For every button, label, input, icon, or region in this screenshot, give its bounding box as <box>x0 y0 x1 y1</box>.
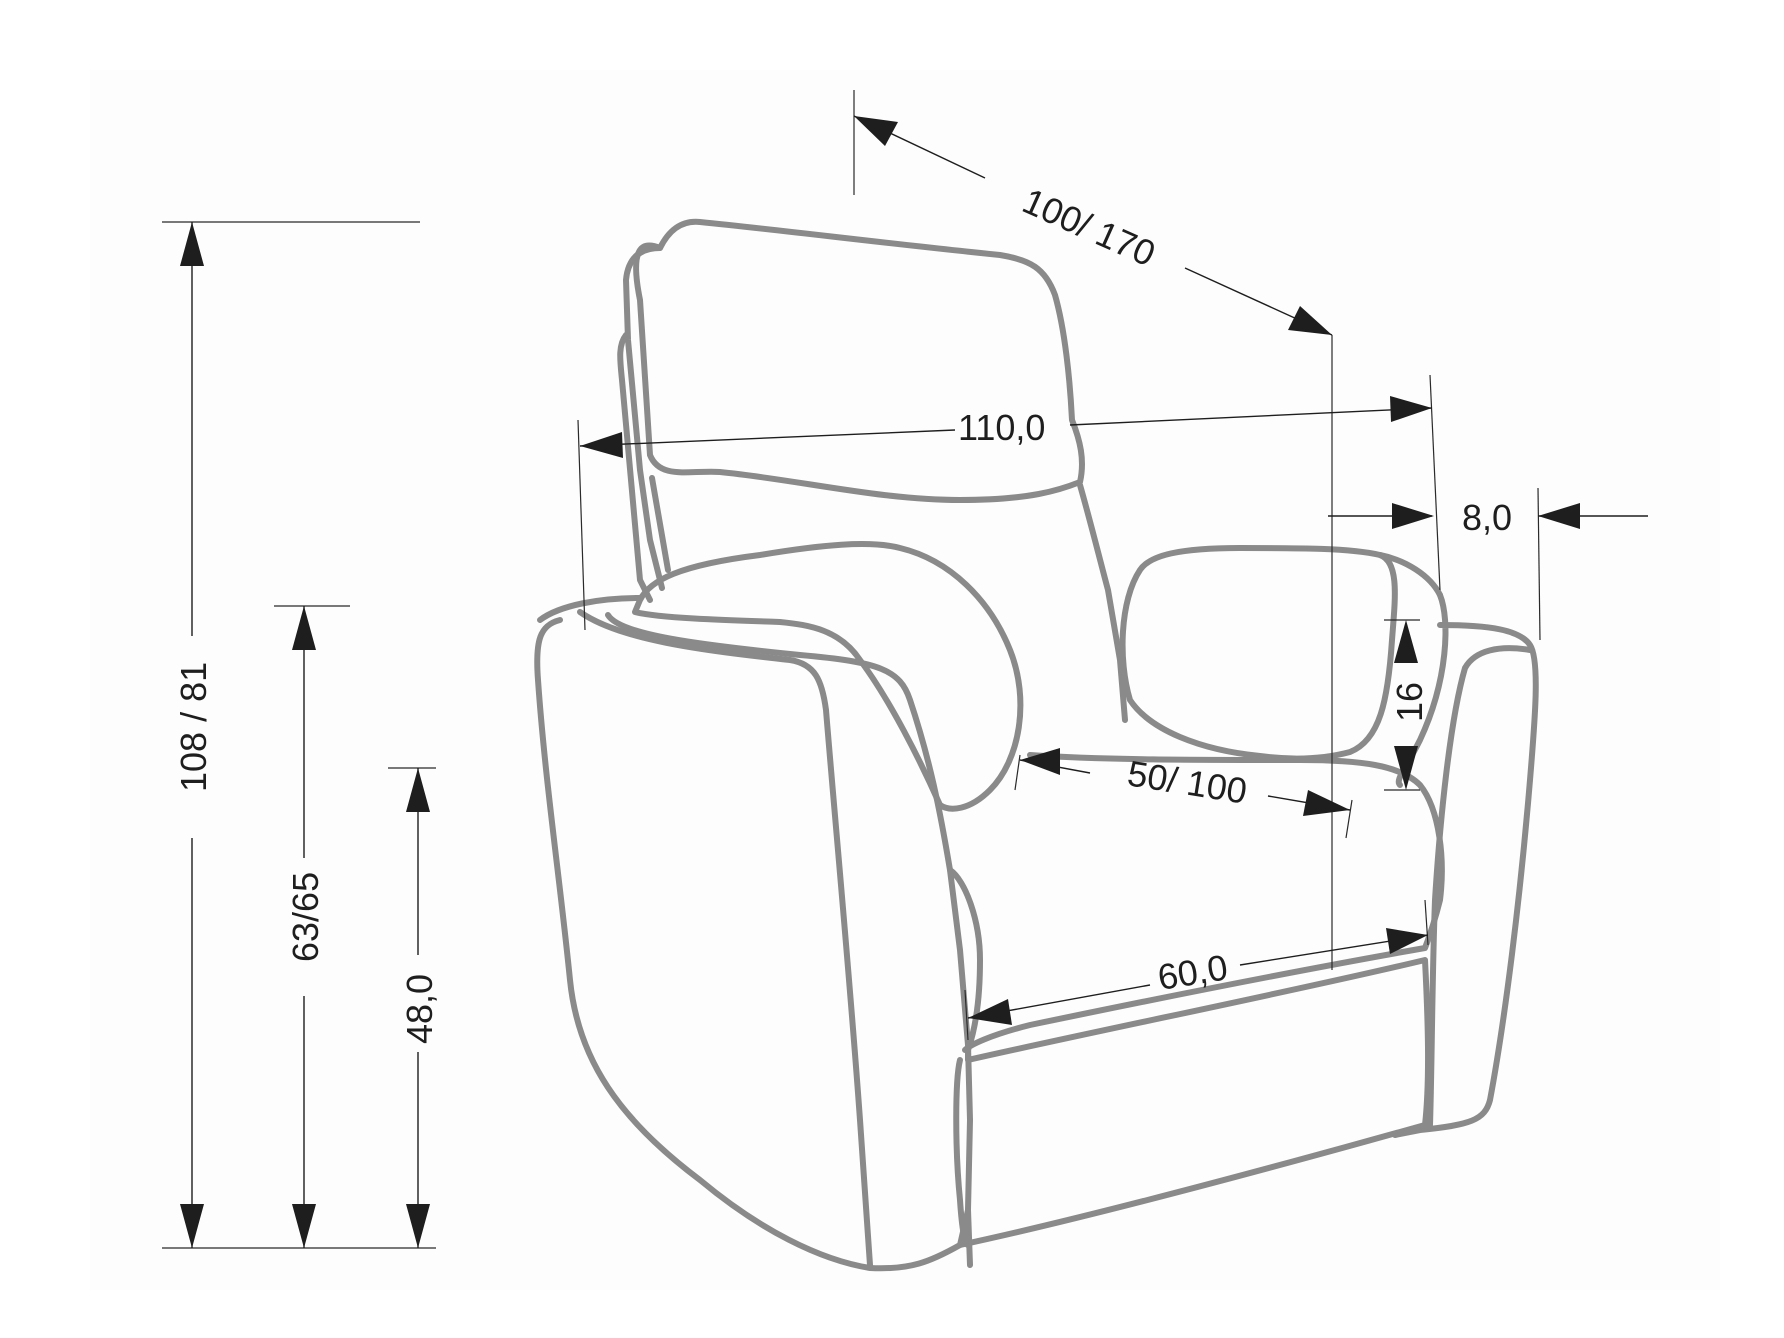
right-armrest <box>1392 592 1539 1138</box>
right-backrest-top <box>1377 552 1443 598</box>
arrowhead-icon <box>1303 790 1350 816</box>
arrowhead-icon <box>1020 748 1060 775</box>
dimension-armrest-height: 63/65 <box>274 605 350 1248</box>
arrowhead-icon <box>1392 503 1434 529</box>
dimension-overall-height: 108 / 81 <box>162 221 436 1249</box>
armchair-outline <box>534 218 1539 1272</box>
dimension-armrest-gap: 16 <box>1384 619 1430 791</box>
drawing-panel <box>90 70 1720 1290</box>
left-armrest <box>537 595 973 1268</box>
label-armrest-gap: 16 <box>1389 682 1430 722</box>
arrowhead-icon <box>180 222 204 266</box>
seat-front-panel <box>957 957 1432 1248</box>
seat-cushion <box>962 752 1445 1053</box>
right-armrest-inner <box>1427 645 1533 1128</box>
backrest-lower-cushion <box>649 475 1128 723</box>
seat-front-cushion-left <box>947 867 983 1053</box>
backrest-upper-cushion <box>633 218 1085 503</box>
backrest-back-edge <box>617 332 653 603</box>
arrowhead-icon <box>1394 746 1418 790</box>
dimension-overall-width: 110,0 <box>577 374 1441 631</box>
arrowhead-icon <box>406 1204 430 1248</box>
arrowhead-icon <box>1386 928 1428 954</box>
label-seat-width: 60,0 <box>1155 946 1231 997</box>
arrowhead-icon <box>854 116 898 146</box>
arrowhead-icon <box>292 606 316 650</box>
arrowhead-icon <box>180 1204 204 1248</box>
label-armrest-height: 63/65 <box>285 872 326 962</box>
arrowhead-icon <box>406 768 430 812</box>
backrest-side-edge <box>623 245 665 591</box>
label-seat-height: 48,0 <box>399 974 440 1044</box>
label-armrest-width: 8,0 <box>1462 497 1512 538</box>
arrowhead-icon <box>1394 620 1418 663</box>
label-depth: 100/ 170 <box>1017 180 1162 274</box>
label-overall-width: 110,0 <box>958 407 1045 448</box>
dimension-armrest-width: 8,0 <box>1328 487 1648 641</box>
arrowhead-icon <box>1538 503 1580 529</box>
footrest-left-edge <box>953 1057 971 1248</box>
arrowhead-icon <box>580 432 623 458</box>
right-wing-pillow <box>1119 545 1398 762</box>
arrowhead-icon <box>968 999 1012 1025</box>
dimension-seat-height: 48,0 <box>388 767 440 1248</box>
left-wing-pillow <box>632 541 1024 812</box>
dimension-seat-width: 60,0 <box>964 899 1429 1041</box>
left-armrest-front-face <box>534 617 971 1272</box>
label-overall-height: 108 / 81 <box>173 662 214 792</box>
arrowhead-icon <box>292 1204 316 1248</box>
left-armrest-inner-edge <box>577 609 873 1268</box>
arrowhead-icon <box>1288 306 1332 335</box>
arrowhead-icon <box>1390 396 1432 422</box>
